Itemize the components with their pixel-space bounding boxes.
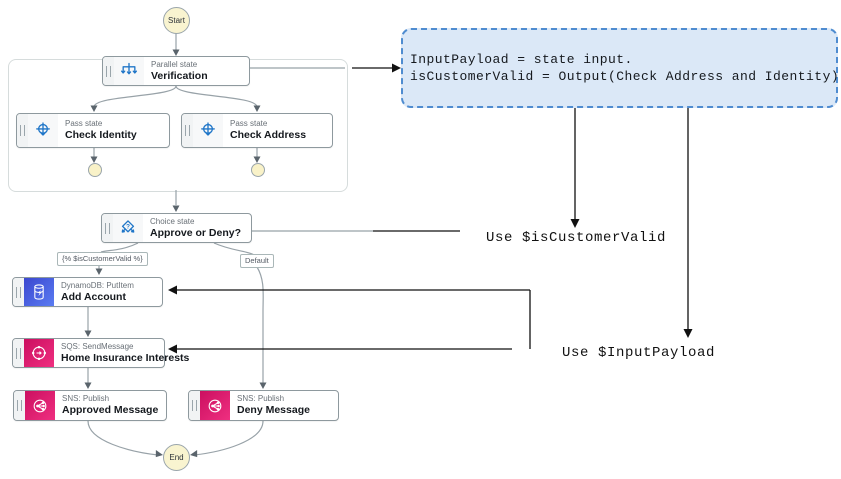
drag-handle[interactable] — [189, 391, 200, 420]
start-node-label: Start — [168, 16, 185, 25]
drag-handle[interactable] — [13, 278, 24, 306]
drag-handle[interactable] — [13, 339, 24, 367]
drag-handle[interactable] — [102, 214, 113, 242]
state-check-address[interactable]: Pass state Check Address — [181, 113, 333, 148]
state-name: Add Account — [61, 290, 126, 303]
state-add-account[interactable]: DynamoDB: PutItem Add Account — [12, 277, 163, 307]
branch-end-node-identity — [88, 163, 102, 177]
state-name: Check Identity — [65, 129, 137, 141]
use-is-customer-valid-text: Use $isCustomerValid — [486, 230, 667, 246]
state-type-label: Choice state — [150, 216, 195, 226]
drag-handle[interactable] — [103, 57, 114, 85]
default-rule-label: Default — [240, 254, 274, 268]
sqs-icon — [24, 339, 54, 367]
parallel-state-icon — [114, 57, 144, 85]
state-type-label: SNS: Publish — [62, 394, 110, 403]
state-home-insurance-interests[interactable]: SQS: SendMessage Home Insurance Interest… — [12, 338, 190, 368]
branch-end-node-address — [251, 163, 265, 177]
state-type-label: SQS: SendMessage — [61, 341, 134, 351]
state-deny-message[interactable]: SNS: Publish Deny Message — [188, 390, 339, 421]
state-approved-message[interactable]: SNS: Publish Approved Message — [13, 390, 167, 421]
sns-icon — [200, 391, 230, 420]
pass-state-icon — [28, 114, 58, 147]
state-check-identity[interactable]: Pass state Check Identity — [16, 113, 170, 148]
choice-state-icon: ? — [113, 214, 143, 242]
state-name: Deny Message — [237, 404, 310, 416]
state-type-label: Pass state — [230, 119, 268, 128]
choice-rule-label: {% $isCustomerValid %} — [57, 252, 148, 266]
pass-state-icon — [193, 114, 223, 147]
use-input-payload-text: Use $InputPayload — [562, 345, 716, 361]
sns-icon — [25, 391, 55, 420]
state-name: Approved Message — [62, 404, 159, 416]
end-node: End — [163, 444, 190, 471]
payload-annotation-note: InputPayload = state input. isCustomerVa… — [401, 28, 840, 108]
dynamodb-icon — [24, 278, 54, 306]
state-name: Check Address — [230, 129, 307, 141]
start-node: Start — [163, 7, 190, 34]
state-name: Approve or Deny? — [150, 226, 242, 239]
state-type-label: SNS: Publish — [237, 394, 285, 403]
state-type-label: Pass state — [65, 119, 103, 128]
note-line-1: InputPayload = state input. — [410, 52, 633, 67]
drag-handle[interactable] — [14, 391, 25, 420]
drag-handle[interactable] — [17, 114, 28, 147]
svg-text:?: ? — [126, 223, 130, 230]
state-approve-or-deny[interactable]: ? Choice state Approve or Deny? — [101, 213, 252, 243]
note-line-2: isCustomerValid = Output(Check Address a… — [410, 69, 840, 84]
state-name: Home Insurance Interests — [61, 351, 190, 364]
state-type-label: DynamoDB: PutItem — [61, 280, 134, 290]
end-node-label: End — [169, 453, 184, 462]
state-name: Verification — [151, 69, 208, 82]
drag-handle[interactable] — [182, 114, 193, 147]
state-type-label: Parallel state — [151, 59, 198, 69]
state-verification[interactable]: Parallel state Verification — [102, 56, 250, 86]
